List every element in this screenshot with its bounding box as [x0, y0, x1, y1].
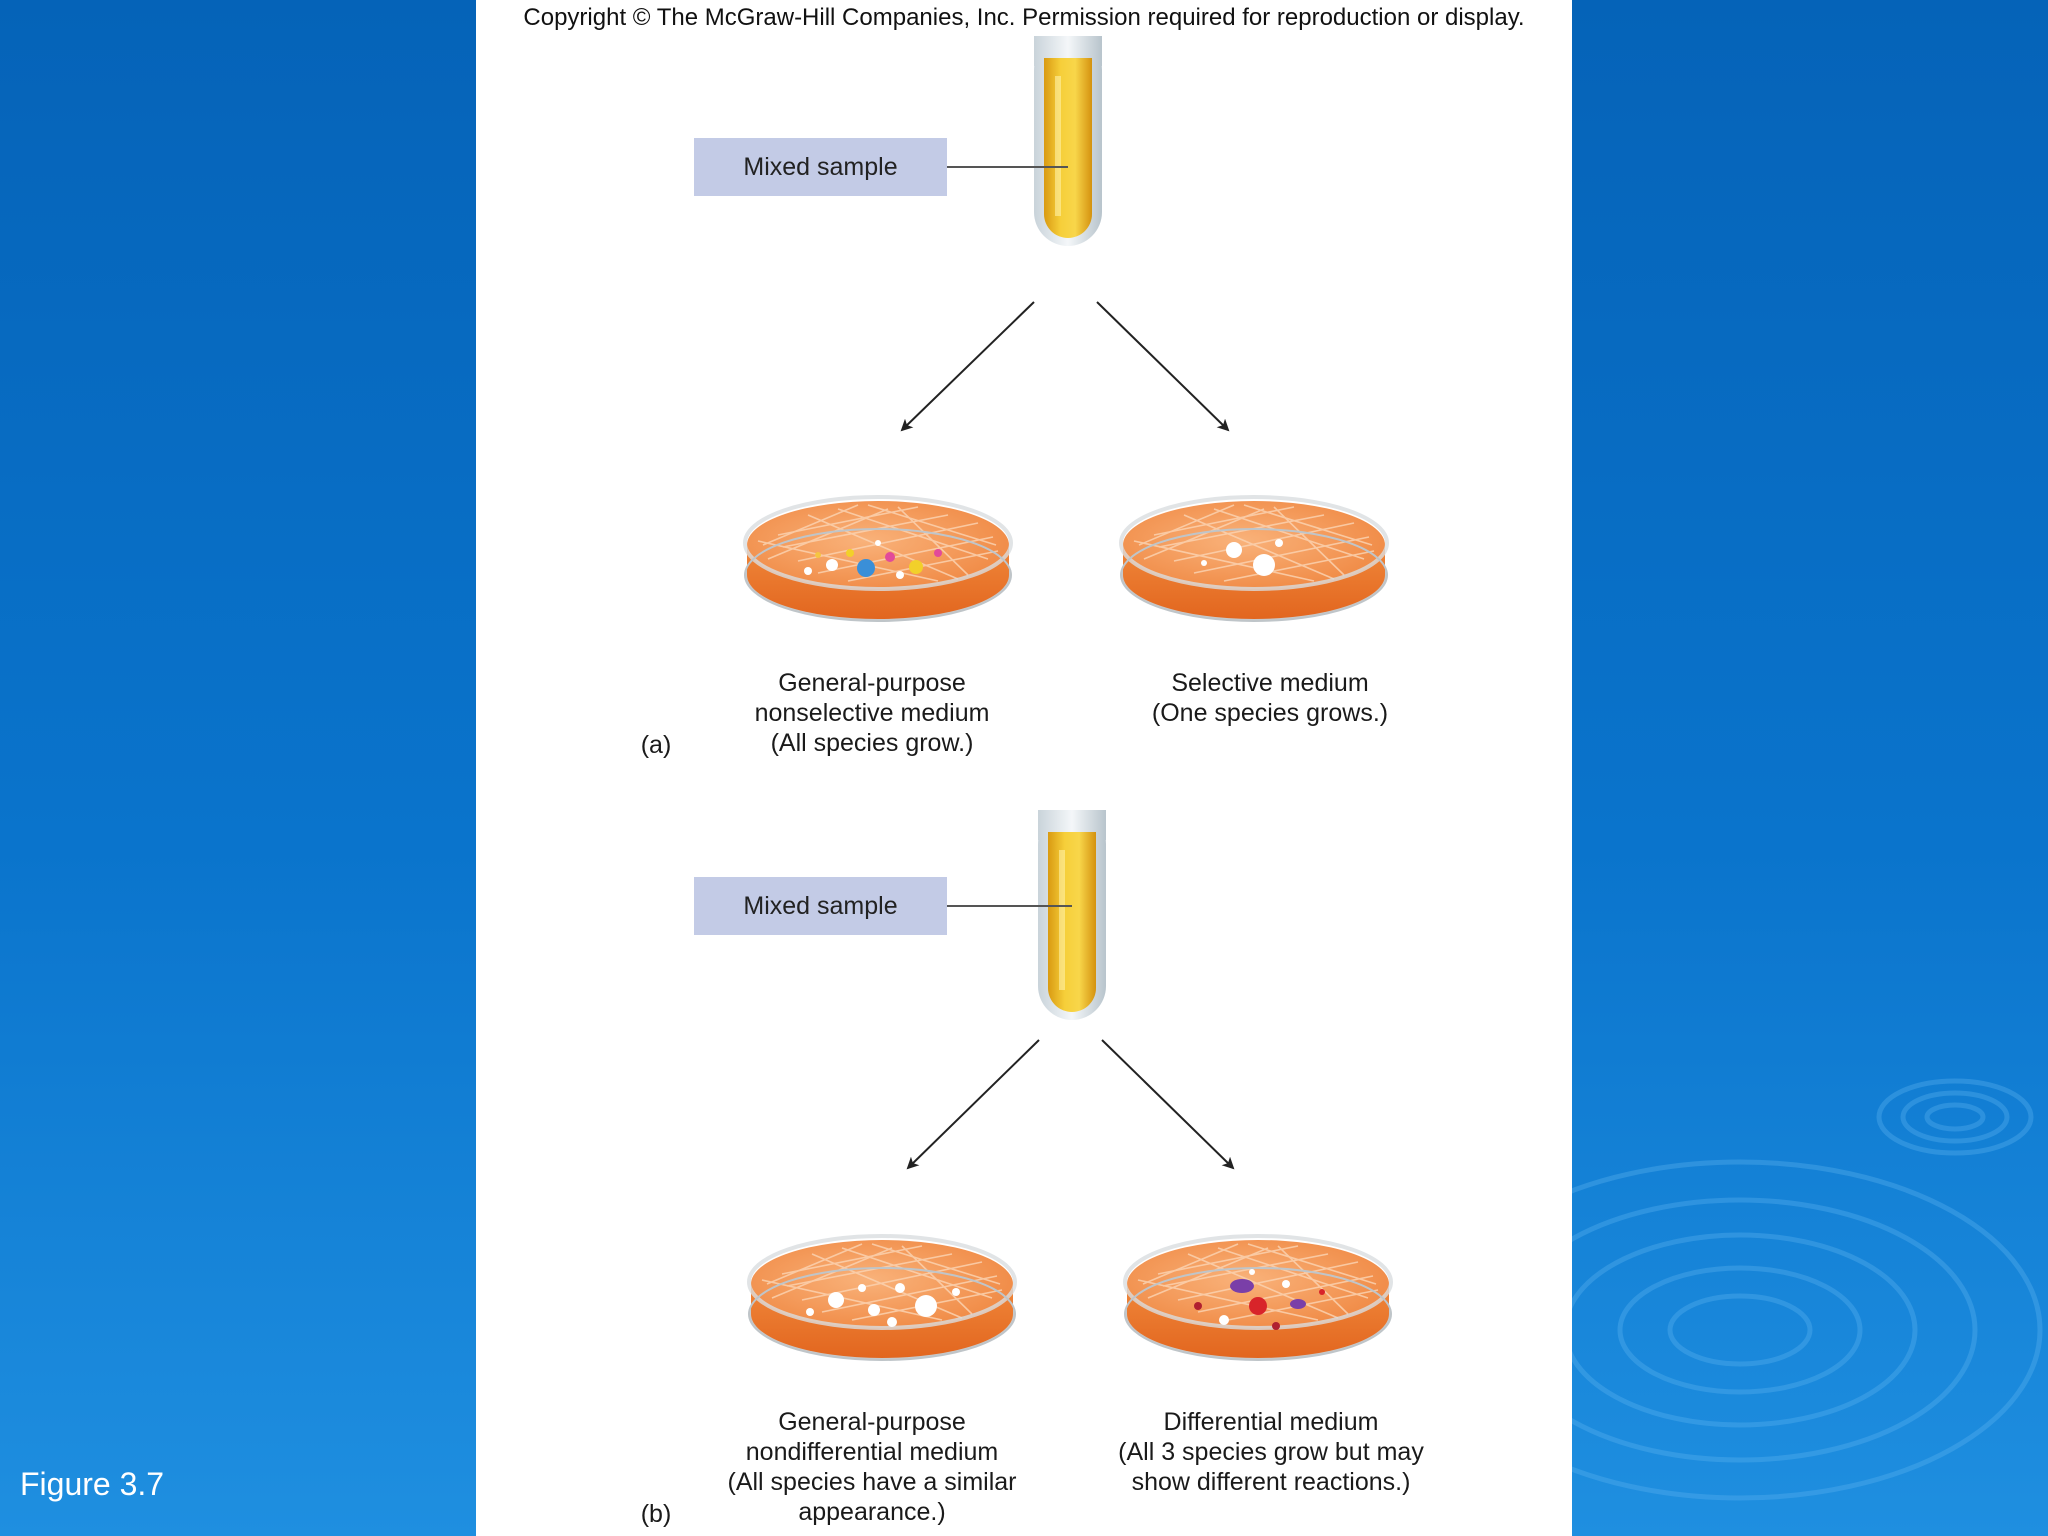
arrow-b-right: [1101, 1039, 1235, 1170]
caption-nondifferential-medium: General-purpose nondifferential medium (…: [712, 1407, 1032, 1527]
caption-line: General-purpose: [778, 669, 966, 697]
caption-selective-medium: Selective medium (One species grows.): [1110, 668, 1430, 728]
caption-line: nondifferential medium: [745, 1438, 999, 1466]
caption-differential-medium: Differential medium (All 3 species grow …: [1096, 1407, 1446, 1497]
arrow-a-right: [1096, 301, 1230, 432]
petri-dish-a-left: [743, 495, 1013, 623]
panel-letter-b: (b): [640, 1500, 672, 1528]
figure-panel: Copyright © The McGraw-Hill Companies, I…: [476, 0, 1572, 1536]
caption-nonselective-medium: General-purpose nonselective medium (All…: [712, 668, 1032, 758]
caption-line: nonselective medium: [754, 699, 990, 727]
petri-dish-b-right: [1123, 1234, 1393, 1362]
petri-dish-a-right: [1119, 495, 1389, 623]
caption-line: (All species grow.): [770, 729, 974, 757]
caption-line: (One species grows.): [1151, 699, 1389, 727]
copyright-notice: Copyright © The McGraw-Hill Companies, I…: [523, 4, 1525, 31]
panel-letter-a: (a): [640, 731, 672, 759]
caption-line: show different reactions.): [1131, 1468, 1411, 1496]
caption-line: appearance.): [798, 1498, 946, 1526]
caption-line: General-purpose: [778, 1408, 966, 1436]
caption-line: Selective medium: [1171, 669, 1369, 697]
arrow-b-left: [906, 1039, 1040, 1170]
mixed-sample-label-b: Mixed sample: [694, 877, 947, 935]
arrow-a-left: [900, 301, 1035, 432]
culture-media-diagram: [743, 36, 1393, 1362]
test-tube-b: [1038, 810, 1106, 1020]
mixed-sample-label-a: Mixed sample: [694, 138, 947, 196]
caption-line: Differential medium: [1163, 1408, 1379, 1436]
caption-line: (All species have a similar: [727, 1468, 1017, 1496]
petri-dish-b-left: [747, 1234, 1017, 1362]
slide-figure-caption: Figure 3.7: [20, 1466, 165, 1502]
test-tube-a: [1034, 36, 1102, 246]
caption-line: (All 3 species grow but may: [1118, 1438, 1424, 1466]
